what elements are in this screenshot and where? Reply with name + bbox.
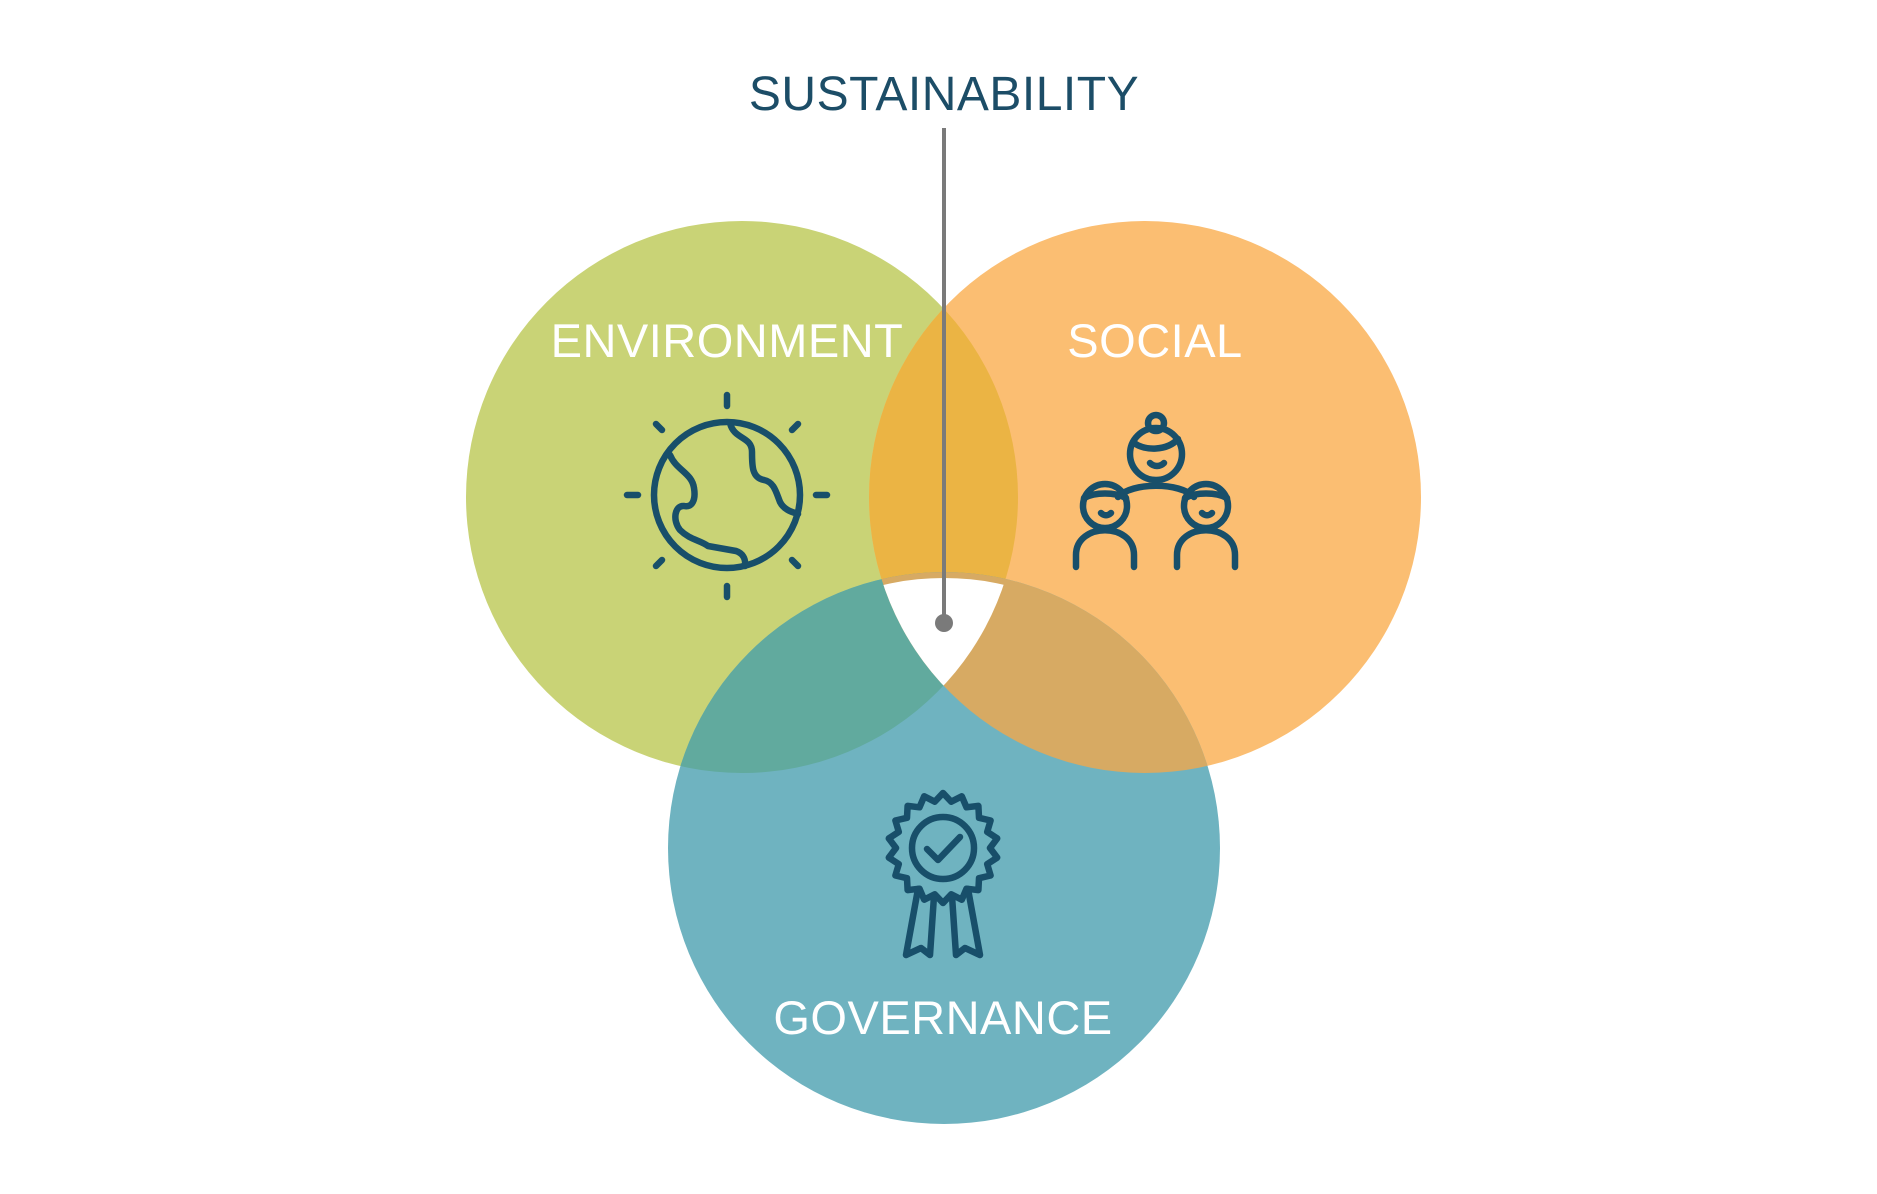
- diagram-title: SUSTAINABILITY: [749, 68, 1139, 121]
- governance-label: GOVERNANCE: [773, 991, 1112, 1044]
- environment-governance-overlap: [668, 572, 1018, 773]
- social-governance-overlap: [869, 572, 1220, 773]
- globe-icon: [623, 391, 831, 601]
- sustainability-connector-dot: [935, 614, 953, 632]
- people-group-icon: [1072, 411, 1239, 571]
- social-label: SOCIAL: [1067, 314, 1242, 367]
- environment-label: ENVIRONMENT: [551, 314, 904, 367]
- award-ribbon-icon: [885, 789, 1001, 959]
- award-rosette-edge: [885, 789, 1001, 907]
